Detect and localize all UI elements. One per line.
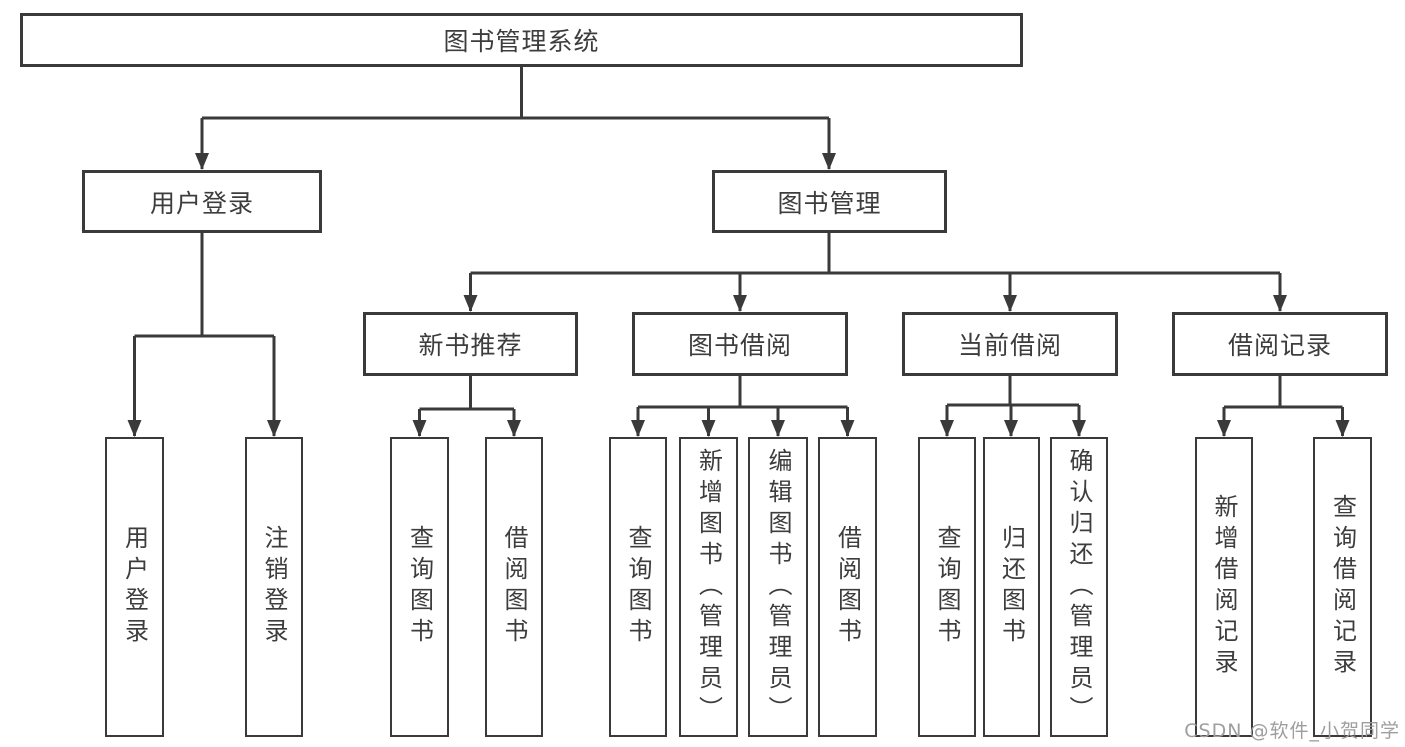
node-book-borrowing: 图书借阅 <box>632 312 848 376</box>
leaf-borrow-books: 借阅图书 <box>818 437 877 737</box>
node-label: 查询借阅记录 <box>1328 494 1357 680</box>
node-label: 查询图书 <box>624 525 652 649</box>
connector-book-management-children <box>463 233 1287 312</box>
connector-root-to-level2 <box>195 67 836 170</box>
connector-new-book-children <box>412 376 521 437</box>
csdn-watermark: CSDN @软件_小贺同学 <box>1184 720 1400 742</box>
leaf-confirm-return-admin: 确认归还（管理员） <box>1050 437 1108 737</box>
leaf-query-books-current: 查询图书 <box>918 437 976 737</box>
node-new-book-recommendation: 新书推荐 <box>363 312 578 376</box>
node-label: 确认归还（管理员） <box>1065 447 1093 727</box>
connector-user-login-children <box>127 233 281 437</box>
node-label: 用户登录 <box>149 188 254 218</box>
node-label: 借阅图书 <box>500 525 528 649</box>
node-label: 新增图书（管理员） <box>694 447 723 727</box>
node-label: 注销登录 <box>260 525 288 649</box>
node-label: 新增借阅记录 <box>1210 494 1238 680</box>
leaf-user-login: 用户登录 <box>105 437 164 737</box>
node-label: 查询图书 <box>933 525 961 649</box>
leaf-edit-books-admin: 编辑图书（管理员） <box>748 437 808 737</box>
leaf-add-books-admin: 新增图书（管理员） <box>679 437 738 737</box>
node-label: 归还图书 <box>997 525 1026 649</box>
node-label: 借阅记录 <box>1227 331 1332 360</box>
node-user-login: 用户登录 <box>82 170 322 233</box>
connector-current-borrow-children <box>940 376 1086 437</box>
leaf-logout: 注销登录 <box>245 437 303 737</box>
node-label: 图书管理 <box>777 188 882 218</box>
node-label: 编辑图书（管理员） <box>764 447 792 727</box>
node-book-management: 图书管理 <box>712 170 947 233</box>
connector-book-borrow-children <box>631 376 855 437</box>
connector-borrow-record-children <box>1217 376 1350 437</box>
node-label: 借阅图书 <box>833 525 862 649</box>
leaf-add-borrow-record: 新增借阅记录 <box>1195 437 1253 737</box>
leaf-return-books: 归还图书 <box>983 437 1040 737</box>
node-label: 用户登录 <box>120 525 149 649</box>
node-label: 查询图书 <box>405 525 434 649</box>
node-borrowing-records: 借阅记录 <box>1172 312 1388 376</box>
node-current-borrowing: 当前借阅 <box>902 312 1118 376</box>
node-label: 图书借阅 <box>687 331 792 360</box>
node-label: 图书管理系统 <box>443 27 600 56</box>
leaf-query-books-recommend: 查询图书 <box>390 437 449 737</box>
leaf-borrow-books-recommend: 借阅图书 <box>485 437 543 737</box>
node-label: 当前借阅 <box>957 331 1062 360</box>
leaf-query-borrow-record: 查询借阅记录 <box>1313 437 1372 737</box>
node-label: 新书推荐 <box>418 331 523 360</box>
node-library-management-system: 图书管理系统 <box>20 13 1023 67</box>
leaf-query-books-borrow: 查询图书 <box>609 437 667 737</box>
